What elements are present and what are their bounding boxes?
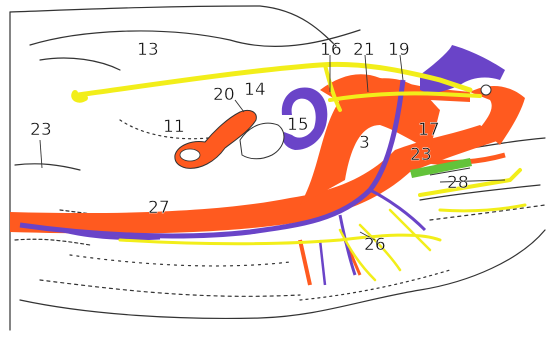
leader-20-14 [235,100,244,112]
label-21: 21 [353,40,375,60]
nerve-lower-right [440,205,525,211]
label-28: 28 [447,173,469,193]
right-tissue-4 [300,270,450,300]
label-20: 20 [213,85,235,105]
lower-contour-2 [40,280,300,296]
artery-11-inner [180,149,200,161]
label-3: 3 [359,133,370,153]
label-19: 19 [388,40,410,60]
left-small-1 [15,164,80,170]
label-13: 13 [137,40,159,60]
label-26: 26 [364,235,386,255]
head-arc [40,58,120,70]
small-white-circle [481,85,491,95]
label-23-left: 23 [30,120,52,140]
vein-lower-branch-1 [370,190,425,230]
label-23-right: 23 [410,145,432,165]
label-27: 27 [148,198,170,218]
label-16: 16 [320,40,342,60]
upper-arc [30,30,360,46]
label-14: 14 [244,80,266,100]
artery-lower-branch-1 [300,240,310,285]
right-tissue-2 [430,205,545,220]
lower-contour-3 [70,255,290,266]
label-11: 11 [163,117,185,137]
label-17: 17 [418,120,440,140]
top-contour [10,6,340,50]
vein-lower-branch-3 [320,240,325,285]
left-small-2 [15,239,90,245]
label-15: 15 [287,115,309,135]
